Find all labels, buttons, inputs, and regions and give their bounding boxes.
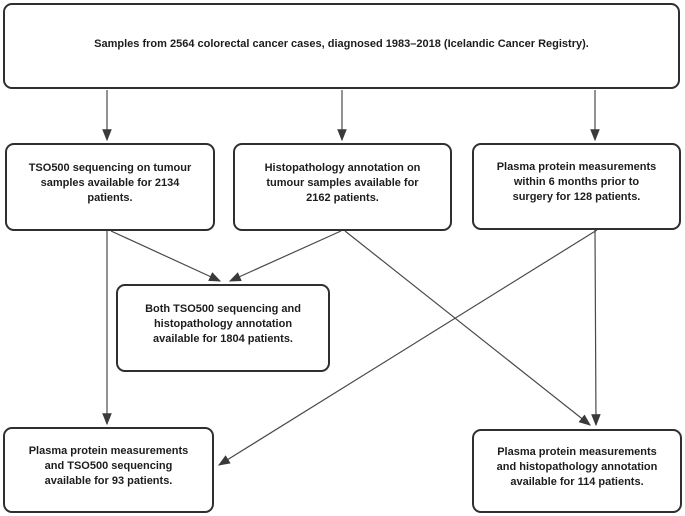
- arrow-histopathology-to-both: [228, 230, 342, 282]
- box-both-tso500-and-histopathology-text: Both TSO500 sequencing and histopatholog…: [145, 302, 301, 345]
- arrow-histopathology-to-plasma_histo: [344, 230, 591, 426]
- box-plasma-and-histopathology: Plasma protein measurements and histopat…: [472, 429, 682, 513]
- box-plasma-and-tso500-text: Plasma protein measurements and TSO500 s…: [28, 444, 189, 487]
- box-samples-text: Samples from 2564 colorectal cancer case…: [94, 37, 589, 50]
- box-plasma-protein: Plasma protein measurements within 6 mon…: [472, 143, 681, 230]
- box-samples: Samples from 2564 colorectal cancer case…: [3, 3, 680, 89]
- box-plasma-and-histopathology-text: Plasma protein measurements and histopat…: [496, 445, 658, 488]
- box-histopathology-annotation: Histopathology annotation on tumour samp…: [233, 143, 452, 231]
- box-histopathology-annotation-text: Histopathology annotation on tumour samp…: [264, 161, 421, 204]
- box-tso500-sequencing: TSO500 sequencing on tumour samples avai…: [5, 143, 215, 231]
- arrow-tso500-to-both: [110, 230, 222, 282]
- box-both-tso500-and-histopathology: Both TSO500 sequencing and histopatholog…: [116, 284, 330, 372]
- box-tso500-sequencing-text: TSO500 sequencing on tumour samples avai…: [28, 161, 192, 204]
- box-plasma-protein-text: Plasma protein measurements within 6 mon…: [496, 161, 657, 203]
- box-plasma-and-tso500: Plasma protein measurements and TSO500 s…: [3, 427, 214, 513]
- arrow-plasma-to-plasma_histo: [591, 229, 601, 427]
